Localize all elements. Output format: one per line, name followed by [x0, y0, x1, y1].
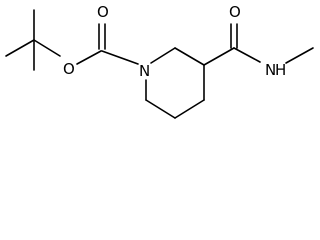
- molecule-drawing: O O N O N H: [5, 3, 314, 119]
- bond-amide-nitrogen-to-methyl: [285, 47, 314, 64]
- carbonyl-oxygen-left-label: O: [97, 3, 109, 21]
- ring-nitrogen-label: N: [139, 62, 150, 80]
- bond-ring-c2-c3: [174, 47, 205, 66]
- bond-tbu-methyl-left: [5, 39, 35, 57]
- bond-amide-carbon-to-nitrogen: [233, 47, 261, 63]
- bond-ring-c4-c5: [174, 99, 205, 119]
- bond-carbonyl-to-ring-nitrogen: [101, 50, 139, 65]
- bond-ring-c5-c6: [145, 99, 176, 119]
- carbonyl-oxygen-right-label: O: [229, 3, 241, 21]
- bond-ester-oxygen-to-carbonyl: [76, 50, 102, 65]
- ester-oxygen-label: O: [63, 60, 75, 78]
- structure-canvas: O O N O N H: [5, 3, 314, 119]
- bond-tbu-to-ester-oxygen: [33, 39, 61, 57]
- bond-ring-n-c2: [150, 47, 176, 64]
- amide-nitrogen-label: N: [265, 61, 276, 79]
- amide-hydrogen-label: H: [275, 61, 286, 79]
- bond-ring-to-amide-carbon: [203, 47, 235, 66]
